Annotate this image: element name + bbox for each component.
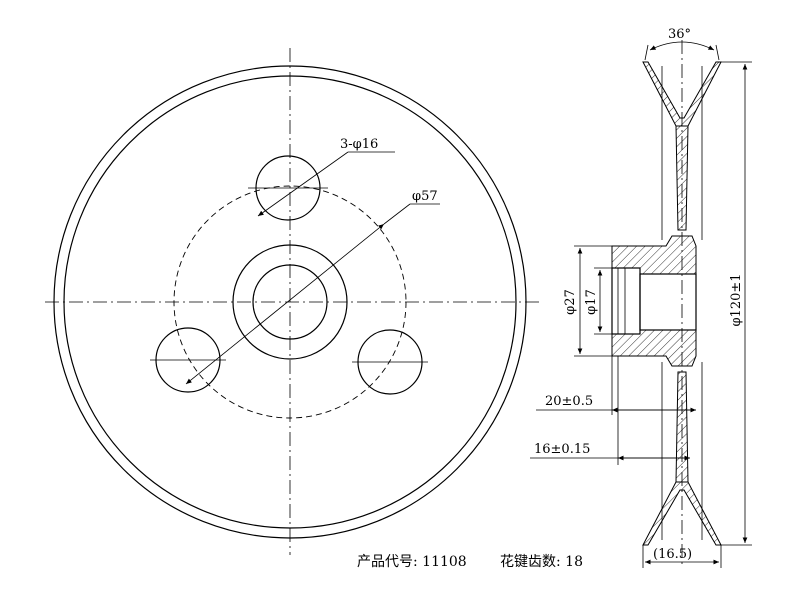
holes-dim-label: 3-φ16	[340, 137, 378, 152]
w16-dim-label: 16±0.15	[534, 442, 590, 457]
angle-arc	[649, 41, 715, 51]
holes-leader	[257, 151, 349, 217]
hub-section-bottom	[611, 329, 697, 367]
w165-dim-label: (16.5)	[653, 547, 692, 562]
od-dim-label: φ120±1	[729, 273, 744, 326]
hub-id-dim-label: φ17	[584, 289, 599, 315]
front-view: 3-φ16 φ57	[45, 48, 540, 555]
product-code-label: 产品代号: 11108	[357, 554, 467, 570]
side-section-view: 36° φ120±1 φ27 φ17 20±0.5 16±0.15 (16.5)	[530, 27, 752, 568]
w20-dim-label: 20±0.5	[545, 394, 593, 409]
angle-dim-label: 36°	[668, 27, 691, 42]
pitch-leader	[383, 203, 411, 225]
angle-ext-right	[715, 44, 720, 61]
lower-web	[675, 371, 689, 483]
spline-teeth-label: 花键齿数: 18	[500, 554, 583, 570]
hub-bore-left	[611, 267, 641, 335]
upper-web	[675, 125, 689, 231]
hub-od-dim-label: φ27	[563, 289, 578, 315]
pitch-dim-label: φ57	[412, 189, 438, 204]
angle-ext-left	[644, 44, 649, 61]
hub-bore-spline	[639, 273, 697, 331]
pitch-diameter-line	[185, 223, 385, 385]
